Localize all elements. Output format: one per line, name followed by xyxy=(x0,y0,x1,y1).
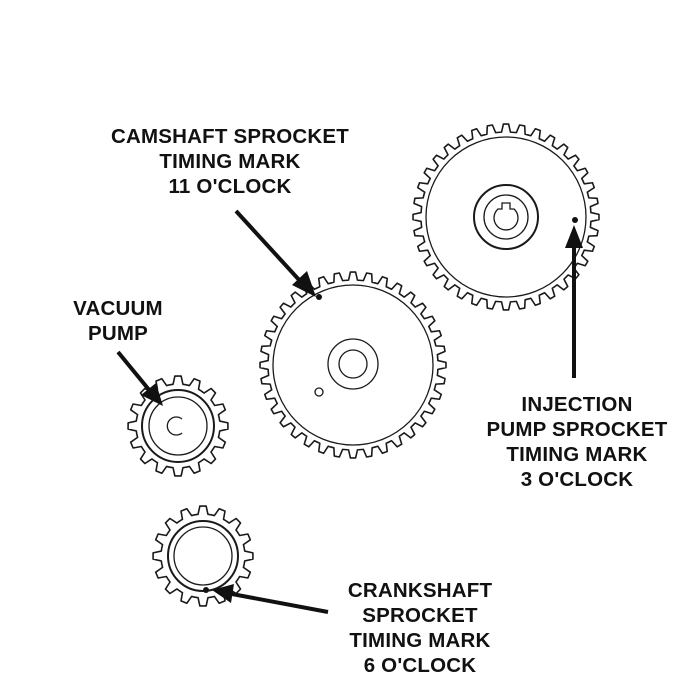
camshaft-label-line-2: TIMING MARK xyxy=(159,150,301,173)
crankshaft-sprocket-ring xyxy=(167,520,239,592)
camshaft-hub-inner xyxy=(338,349,368,379)
crankshaft-sprocket xyxy=(152,505,254,607)
vacuum-pump-gear xyxy=(127,375,229,477)
camshaft-sprocket xyxy=(259,271,447,459)
vacuum-pump-arrow xyxy=(116,350,163,406)
injection-pump-sprocket xyxy=(412,123,600,311)
crankshaft-label-line-3: TIMING MARK xyxy=(349,629,491,652)
injection-pump-sprocket-rim xyxy=(425,136,587,298)
vacuum-pump-shaft xyxy=(166,416,183,436)
injection-pump-timing-mark xyxy=(572,217,578,223)
crankshaft-label-line-1: CRANKSHAFT xyxy=(347,579,493,602)
camshaft-sprocket-rim xyxy=(272,284,434,446)
injection-pump-label-line-3: TIMING MARK xyxy=(506,443,648,466)
crankshaft-label-line-2: SPROCKET xyxy=(362,604,478,627)
vacuum-pump-gear-ring xyxy=(141,389,215,463)
vacuum-pump-gear-teeth xyxy=(127,375,229,477)
injection-pump-hub-inner xyxy=(483,194,529,240)
vacuum-pump-label: VACUUM PUMP xyxy=(52,296,184,346)
camshaft-sprocket-teeth xyxy=(259,271,447,459)
injection-pump-hub-outer xyxy=(473,184,539,250)
crankshaft-label: CRANKSHAFT SPROCKET TIMING MARK 6 O'CLOC… xyxy=(320,578,520,678)
injection-pump-arrow xyxy=(565,225,583,378)
injection-pump-label-line-1: INJECTION xyxy=(521,393,633,416)
crankshaft-label-line-4: 6 O'CLOCK xyxy=(363,654,477,677)
crankshaft-timing-mark xyxy=(203,587,209,593)
injection-pump-label: INJECTION PUMP SPROCKET TIMING MARK 3 O'… xyxy=(462,392,692,492)
injection-pump-keyway xyxy=(493,202,519,231)
injection-pump-label-line-4: 3 O'CLOCK xyxy=(520,468,634,491)
vacuum-pump-label-line-1: VACUUM xyxy=(73,297,163,320)
crankshaft-sprocket-bore xyxy=(173,526,233,586)
crankshaft-arrow xyxy=(212,584,329,614)
camshaft-arrow xyxy=(234,209,316,297)
camshaft-label: CAMSHAFT SPROCKET TIMING MARK 11 O'CLOCK xyxy=(80,124,380,199)
camshaft-timing-mark xyxy=(316,294,322,300)
camshaft-hub-outer xyxy=(327,338,379,390)
camshaft-label-line-3: 11 O'CLOCK xyxy=(168,175,292,198)
injection-pump-label-line-2: PUMP SPROCKET xyxy=(486,418,668,441)
injection-pump-sprocket-teeth xyxy=(412,123,600,311)
vacuum-pump-label-line-2: PUMP xyxy=(87,322,149,345)
camshaft-dowel-hole xyxy=(314,387,324,397)
vacuum-pump-gear-bore xyxy=(148,396,208,456)
camshaft-label-line-1: CAMSHAFT SPROCKET xyxy=(110,125,349,148)
